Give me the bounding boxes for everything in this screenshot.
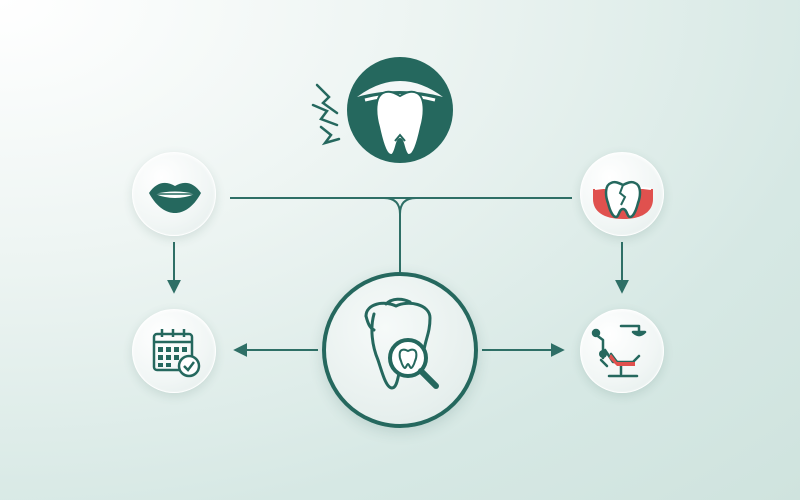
cracked-tooth-node [580,152,664,236]
lips-icon [149,182,201,213]
branch-connector [383,197,417,272]
lips-node [132,152,216,236]
tooth-pain-icon [347,57,453,163]
calendar-node [132,309,216,393]
pain-lines-icon [311,83,341,146]
tooth-pain-node [311,55,455,165]
dental-chair-icon [591,324,647,378]
cracked-tooth-icon [593,180,653,219]
dental-chair-node [580,309,664,393]
diagnosis-center-node [322,272,478,428]
calendar-check-icon [152,329,201,378]
tooth-magnifier-icon [364,297,439,390]
